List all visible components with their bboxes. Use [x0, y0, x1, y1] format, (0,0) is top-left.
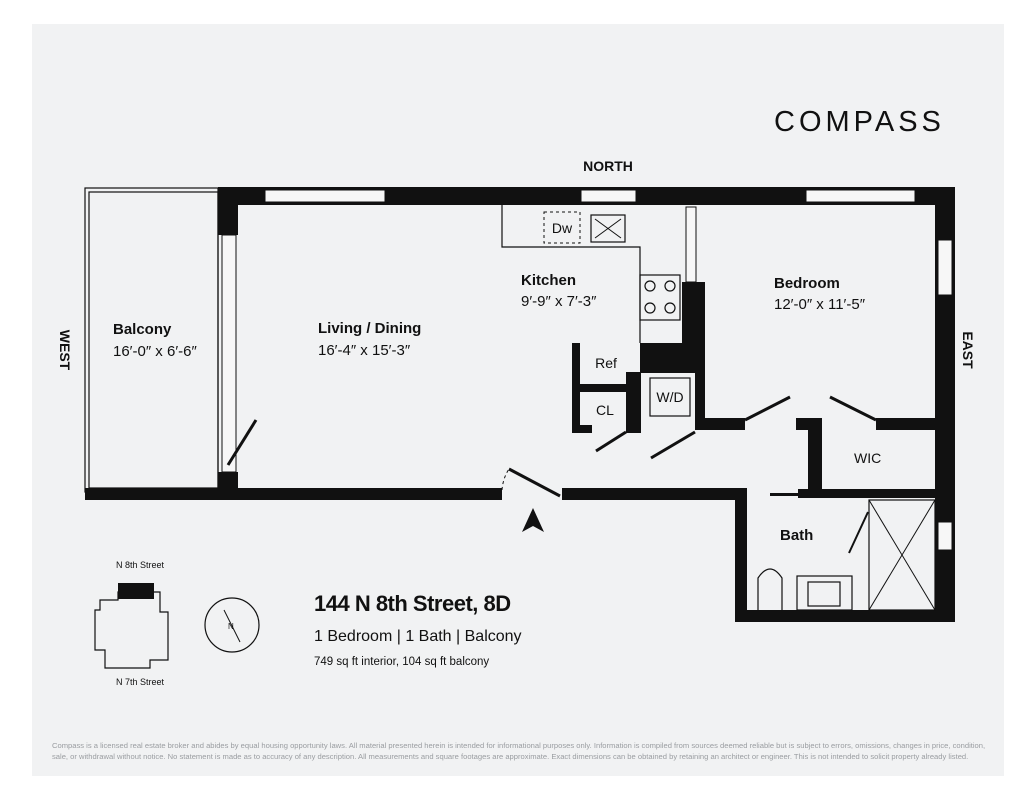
bath-name: Bath	[780, 527, 813, 544]
refrigerator-label: Ref	[595, 355, 617, 371]
listing-summary: 1 Bedroom | 1 Bath | Balcony	[314, 628, 522, 645]
balcony-outline	[84, 187, 219, 493]
key-plan-top-street: N 8th Street	[116, 560, 165, 570]
west-label: WEST	[57, 330, 73, 371]
balcony-dims: 16′-0″ x 6′-6″	[113, 343, 197, 360]
wic-label: WIC	[854, 450, 881, 466]
bedroom-dims: 12′-0″ x 11′-5″	[774, 296, 866, 313]
floor-plan-sheet	[32, 24, 1004, 776]
compass-logo: COMPASS	[774, 106, 945, 138]
living-dims: 16′-4″ x 15′-3″	[318, 342, 411, 359]
bedroom-name: Bedroom	[774, 275, 840, 292]
doors	[226, 395, 877, 554]
entry-arrow-icon	[522, 508, 544, 532]
toilet-icon	[757, 568, 783, 610]
shower-icon	[868, 499, 936, 611]
closet-label: CL	[596, 402, 614, 418]
key-plan-icon	[94, 583, 169, 669]
vanity-icon	[796, 575, 853, 611]
balcony-name: Balcony	[113, 321, 172, 338]
legal-disclaimer: Compass is a licensed real estate broker…	[52, 741, 986, 761]
windows	[221, 189, 953, 551]
key-plan-bottom-street: N 7th Street	[116, 677, 165, 687]
kitchen-name: Kitchen	[521, 272, 576, 289]
washer-dryer-label: W/D	[656, 389, 683, 405]
dishwasher-icon	[543, 211, 581, 244]
compass-north-letter: N	[228, 622, 234, 631]
north-label: NORTH	[583, 158, 633, 174]
washer-dryer-icon	[649, 377, 691, 417]
sink-icon	[590, 214, 626, 243]
kitchen-dims: 9′-9″ x 7′-3″	[521, 293, 597, 310]
walls	[85, 187, 955, 622]
listing-area: 749 sq ft interior, 104 sq ft balcony	[314, 656, 489, 668]
living-name: Living / Dining	[318, 320, 421, 337]
compass-rose-icon	[204, 597, 260, 653]
dishwasher-label: Dw	[552, 220, 573, 236]
stove-icon	[639, 274, 681, 321]
listing-address: 144 N 8th Street, 8D	[314, 591, 511, 616]
east-label: EAST	[960, 331, 976, 369]
